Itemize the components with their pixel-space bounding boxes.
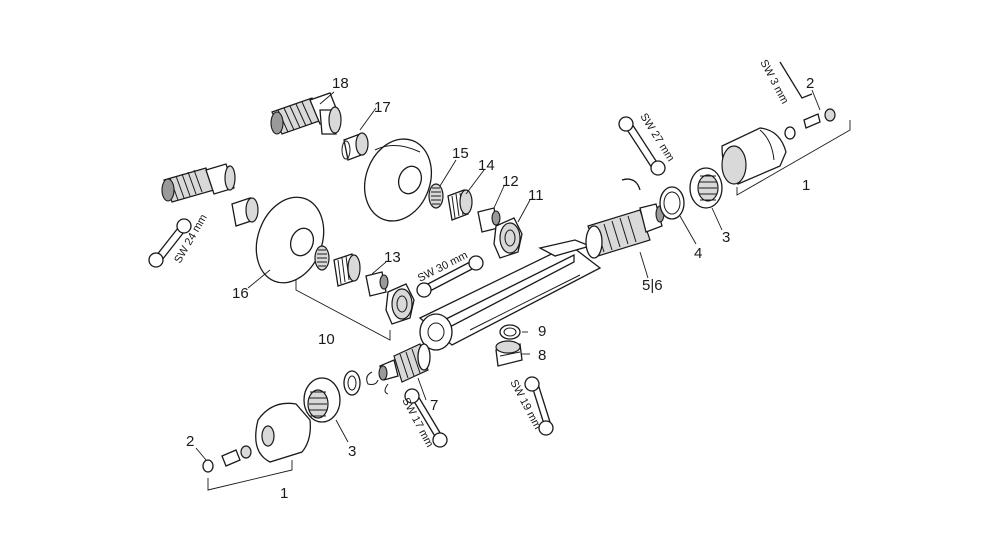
part-8-plug xyxy=(495,340,523,367)
label-15: 15 xyxy=(452,145,469,162)
part-11-hex-nut-upper xyxy=(493,217,523,259)
label-17: 17 xyxy=(374,99,391,116)
label-sw27: SW 27 mm xyxy=(637,111,676,163)
label-7: 7 xyxy=(430,397,438,414)
part-1-bracket-top xyxy=(736,120,851,196)
label-sw3: SW 3 mm xyxy=(757,58,790,106)
label-11: 11 xyxy=(528,187,544,204)
wrench-sw17 xyxy=(404,388,448,448)
label-14: 14 xyxy=(478,157,495,174)
s-union-lower xyxy=(161,163,259,227)
part-1-handle-top xyxy=(721,127,787,185)
part-12-valve-upper xyxy=(477,207,501,233)
allen-key-sw3 xyxy=(779,61,813,99)
part-14-check-valve-upper xyxy=(447,189,473,221)
part-2-screw-top xyxy=(784,108,836,140)
thermostat-body xyxy=(418,239,602,351)
part-9-o-ring xyxy=(499,324,521,340)
label-13: 13 xyxy=(384,249,401,266)
label-2-top: 2 xyxy=(806,75,814,92)
wrench-sw24 xyxy=(148,218,192,268)
part-16-rosette-upper xyxy=(364,138,432,222)
label-10: 10 xyxy=(318,331,335,348)
label-12: 12 xyxy=(502,173,519,190)
label-3-top: 3 xyxy=(722,229,730,246)
wrench-sw27 xyxy=(618,116,666,176)
part-10-assembly-lower xyxy=(314,245,415,325)
wrench-sw30 xyxy=(416,255,484,298)
part-16-rosette-lower xyxy=(255,196,325,284)
wrench-sw19 xyxy=(524,376,554,436)
label-5-6: 5|6 xyxy=(642,277,663,294)
label-2-bottom: 2 xyxy=(186,433,194,450)
label-4: 4 xyxy=(694,245,702,262)
label-16: 16 xyxy=(232,285,249,302)
leader-lines xyxy=(195,89,821,461)
part-3-adapter-bottom xyxy=(303,370,361,423)
part-3-adapter-top xyxy=(689,167,723,209)
label-8: 8 xyxy=(538,347,546,364)
part-5-6-thermo-cartridge xyxy=(585,178,665,259)
part-18-s-union xyxy=(270,92,342,135)
label-1-bottom: 1 xyxy=(280,485,288,502)
part-7-cartridge-lower xyxy=(366,343,431,395)
label-18: 18 xyxy=(332,75,349,92)
circlip xyxy=(621,178,641,191)
label-9: 9 xyxy=(538,323,546,340)
part-1-bracket-bottom xyxy=(207,460,293,491)
label-3-bottom: 3 xyxy=(348,443,356,460)
part-17-nut xyxy=(341,132,369,161)
part-2-screw-bottom xyxy=(202,445,252,473)
label-1-top: 1 xyxy=(802,177,810,194)
part-4-ring xyxy=(659,186,685,220)
part-15-strainer-upper xyxy=(428,183,444,209)
part-1-handle-bottom xyxy=(255,402,311,463)
part-10-bracket xyxy=(295,280,391,341)
